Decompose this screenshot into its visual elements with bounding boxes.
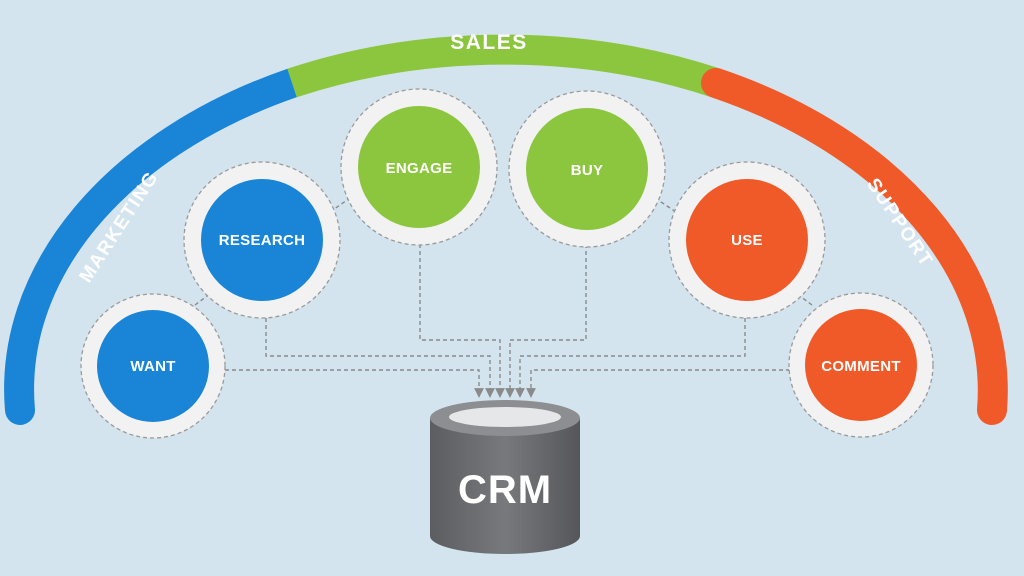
stage-node-research: RESEARCH (183, 161, 341, 319)
want-label: WANT (130, 358, 175, 375)
stage-node-engage: ENGAGE (340, 88, 498, 246)
want-circle (97, 310, 209, 422)
want-connector (225, 369, 484, 398)
research-connector (265, 318, 495, 398)
research-label: RESEARCH (219, 232, 306, 249)
use-connector (515, 318, 746, 398)
comment-label: COMMENT (821, 358, 901, 375)
use-label: USE (731, 232, 763, 249)
buy-connector (505, 244, 587, 398)
buy-use-link (654, 197, 677, 213)
sales-arc-label: SALES (450, 31, 528, 54)
stage-node-buy: BUY (508, 90, 666, 248)
engage-circle (358, 106, 480, 228)
research-circle (201, 179, 323, 301)
engage-label: ENGAGE (386, 160, 453, 177)
comment-connector (526, 369, 790, 398)
stage-node-comment: COMMENT (788, 292, 934, 438)
comment-circle (805, 309, 917, 421)
crm-cylinder-body (430, 418, 580, 554)
crm-database: CRM (430, 400, 580, 554)
buy-label: BUY (571, 162, 604, 179)
sales-arc-segment (287, 34, 721, 98)
support-arc-segment (701, 68, 1008, 425)
stage-node-want: WANT (80, 293, 226, 439)
engage-connector (419, 244, 505, 398)
connector-lines (194, 197, 813, 398)
marketing-arc-segment (4, 68, 307, 425)
use-circle (686, 179, 808, 301)
crm-label: CRM (458, 468, 552, 512)
stage-node-use: USE (668, 161, 826, 319)
buy-circle (526, 108, 648, 230)
crm-cylinder-opening (449, 407, 561, 427)
